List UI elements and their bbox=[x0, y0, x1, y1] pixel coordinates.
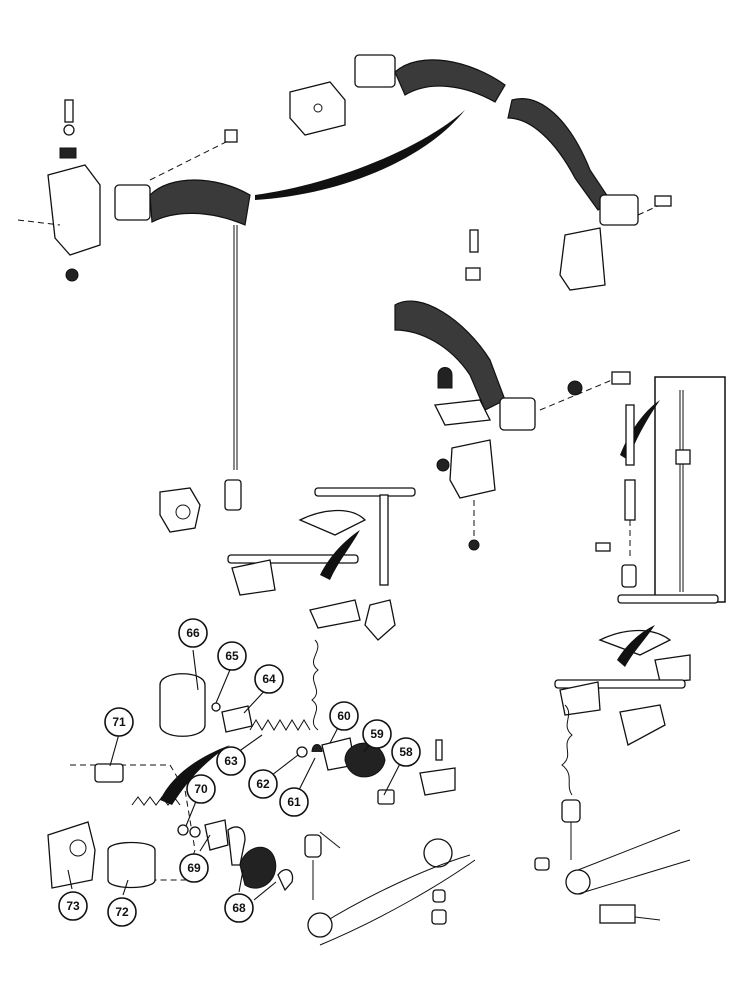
callout-58-label: 58 bbox=[399, 745, 413, 759]
right-rod-stack bbox=[595, 404, 637, 588]
callout-65-label: 65 bbox=[225, 649, 239, 663]
callout-66: 66 bbox=[178, 618, 208, 648]
callout-63: 63 bbox=[216, 746, 246, 776]
callout-61-label: 61 bbox=[287, 795, 301, 809]
center-spring bbox=[311, 639, 319, 731]
callout-70-label: 70 bbox=[194, 782, 208, 796]
callout-60-label: 60 bbox=[337, 709, 351, 723]
callout-73-label: 73 bbox=[66, 899, 80, 913]
center-cross-shaft bbox=[159, 479, 416, 641]
callout-69: 69 bbox=[179, 853, 209, 883]
callout-61: 61 bbox=[279, 787, 309, 817]
callout-62-label: 62 bbox=[256, 777, 270, 791]
callout-labels: 58 59 60 61 62 63 64 65 66 68 69 70 71 7… bbox=[58, 618, 421, 927]
callout-71-label: 71 bbox=[112, 715, 126, 729]
callout-64-label: 64 bbox=[262, 672, 276, 686]
callout-59: 59 bbox=[362, 719, 392, 749]
upper-right-pedal-assembly bbox=[289, 54, 672, 291]
right-cross-shaft bbox=[534, 594, 719, 924]
callout-60: 60 bbox=[329, 701, 359, 731]
callout-65: 65 bbox=[217, 641, 247, 671]
callout-69-label: 69 bbox=[187, 861, 201, 875]
callout-59-label: 59 bbox=[370, 727, 384, 741]
callout-64: 64 bbox=[254, 664, 284, 694]
callout-66-label: 66 bbox=[186, 626, 200, 640]
arrow-swoosh-top bbox=[255, 110, 465, 200]
callout-62: 62 bbox=[248, 769, 278, 799]
callout-71: 71 bbox=[104, 707, 134, 737]
callout-70: 70 bbox=[186, 774, 216, 804]
callout-72-label: 72 bbox=[115, 905, 129, 919]
callout-68-label: 68 bbox=[232, 901, 246, 915]
lower-center-cable bbox=[304, 831, 476, 946]
callout-72: 72 bbox=[107, 897, 137, 927]
callout-63-label: 63 bbox=[224, 754, 238, 768]
callout-68: 68 bbox=[224, 893, 254, 923]
upper-left-pedal-assembly bbox=[17, 99, 251, 470]
callout-58: 58 bbox=[391, 737, 421, 767]
callout-73: 73 bbox=[58, 891, 88, 921]
middle-right-pedal-assembly bbox=[394, 229, 631, 551]
lower-left-components bbox=[47, 673, 456, 892]
